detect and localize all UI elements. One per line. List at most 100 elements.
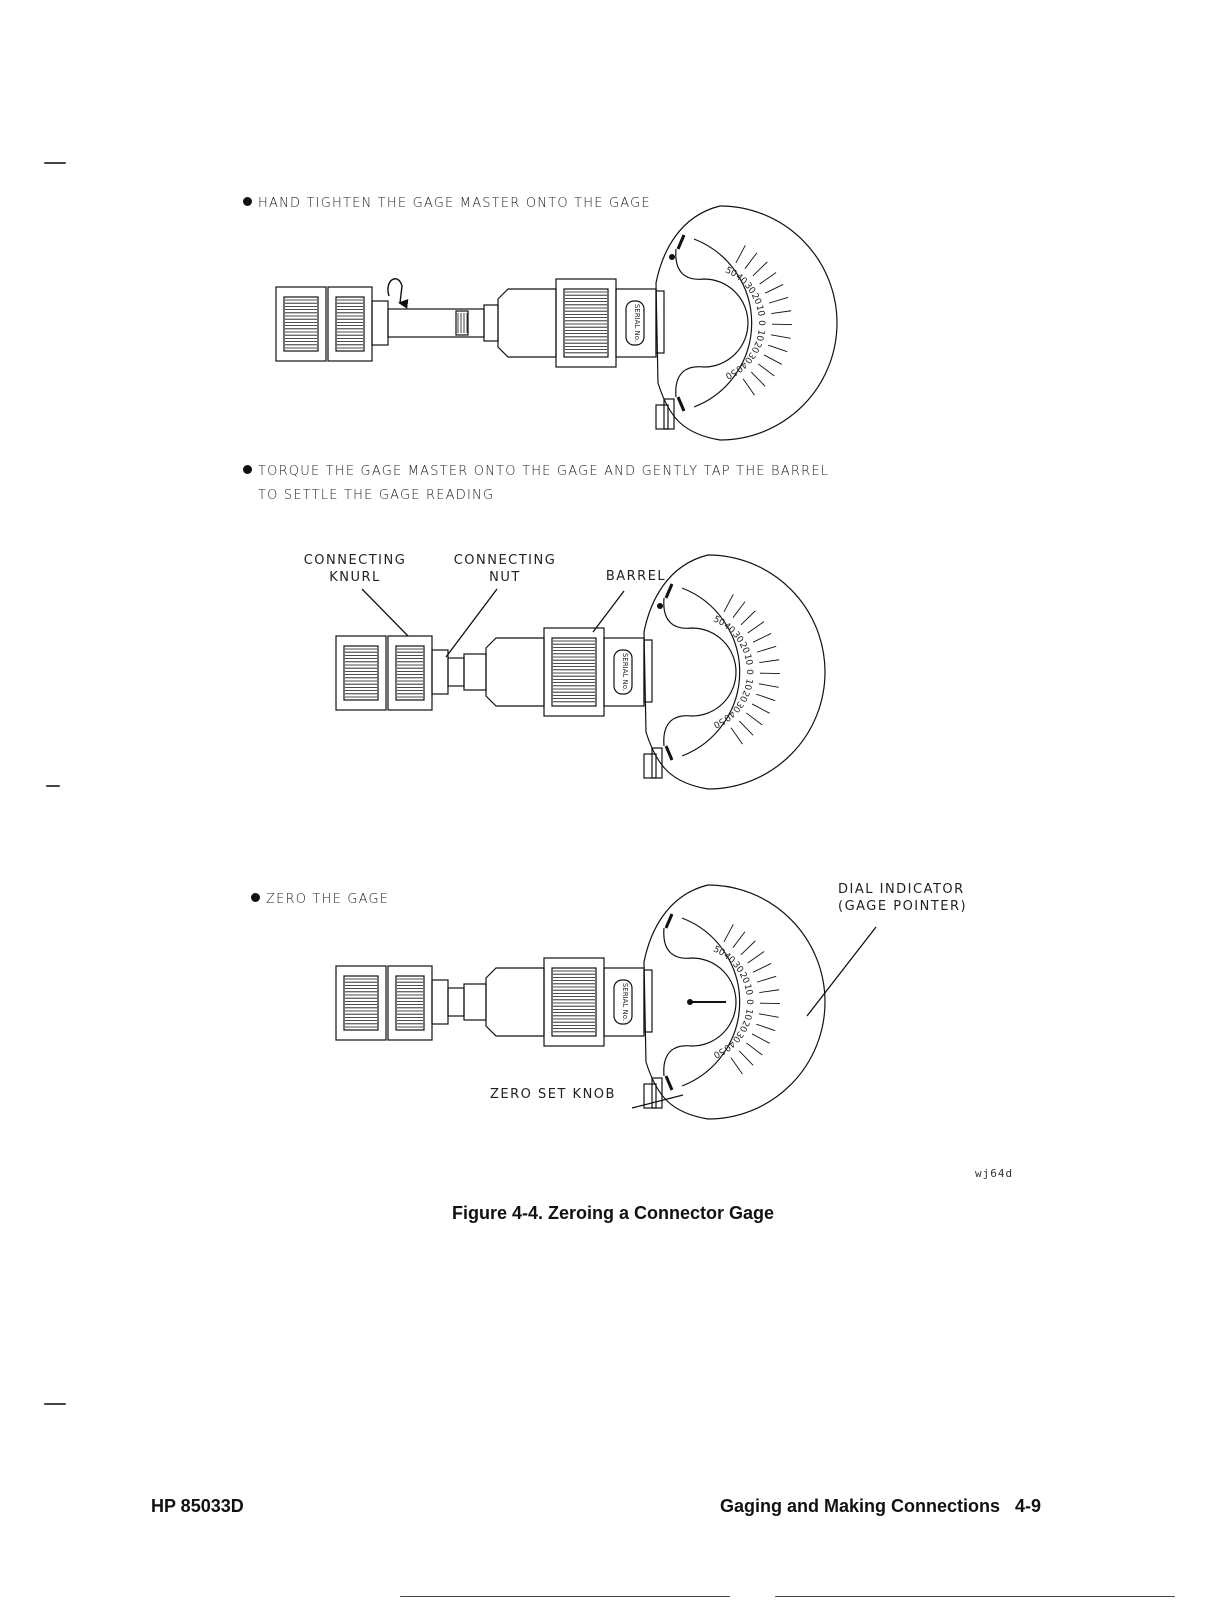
barrel-knurl-inner [551, 967, 597, 1037]
figure-caption: Figure 4-4. Zeroing a Connector Gage [451, 1203, 775, 1223]
dial-scale-number: 10 [753, 329, 765, 343]
bullet-icon [243, 197, 252, 206]
zero-set-knob-stem [651, 747, 663, 779]
dial-scale-number: 20 [749, 340, 763, 355]
zero-set-knob [643, 753, 657, 779]
dial-tick [758, 1013, 779, 1018]
gage-master-knurl-a-outline [275, 286, 327, 362]
label-connecting-knurl-line2: KNURL [329, 570, 381, 585]
gage-master-knurl-b [387, 965, 433, 1041]
label-connecting-nut: CONNECTING NUT [445, 552, 565, 586]
zero-set-knob [655, 404, 669, 430]
zero-set-knob [643, 1083, 657, 1109]
serial-number-text: SERIAL No. [621, 653, 629, 691]
label-zero-set-knob: ZERO SET KNOB [490, 1086, 630, 1103]
bullet-icon [251, 893, 260, 902]
gage-neck [643, 969, 653, 1033]
gage-master-knurl-b [387, 635, 433, 711]
gage-shaft [447, 987, 465, 1017]
leader-zero-set-knob [631, 1094, 684, 1109]
dial-tick [730, 1057, 743, 1075]
gage-master-knurl-b-inner [335, 296, 365, 352]
dial-tick [742, 378, 755, 396]
step-1-text: HAND TIGHTEN THE GAGE MASTER ONTO THE GA… [258, 196, 651, 211]
footer-product: HP 85033D [151, 1496, 244, 1516]
scan-mark [775, 1596, 1175, 1597]
figure-reference-code: wj64d [975, 1167, 1014, 1180]
dial-tick [752, 261, 768, 277]
dial-end-pointer [676, 396, 686, 412]
dial-tick [730, 727, 743, 745]
dial-tick [740, 610, 756, 626]
dial-tick [738, 720, 754, 736]
footer-section: Gaging and Making Connections 4-9 [720, 1496, 1041, 1517]
tighten-arrow-icon [387, 278, 409, 309]
dial-scale-number: 50 [711, 945, 726, 959]
dial-tick [758, 363, 775, 377]
dial-outer-arc [719, 205, 838, 441]
label-connecting-knurl-line1: CONNECTING [303, 553, 407, 568]
gage-master-knurl-b-inner [395, 645, 425, 701]
dial-tick [771, 310, 792, 314]
dial-tick [759, 272, 777, 285]
barrel-knurl [543, 957, 605, 1047]
dial-tick [744, 252, 758, 269]
dial-tick [756, 975, 777, 983]
label-connecting-nut-line2: NUT [489, 570, 521, 585]
dial-scale-number: 50 [711, 1045, 726, 1059]
dial-tick [735, 245, 746, 264]
dial-scale-arc [693, 238, 753, 408]
dial-tick [738, 1050, 754, 1066]
connecting-nut [371, 300, 389, 346]
dial-end-pointer [664, 745, 674, 761]
dial-outer-arc [707, 884, 826, 1120]
dial-tick [763, 354, 782, 365]
leader-barrel [592, 590, 625, 633]
dial-tick [764, 284, 784, 294]
dial-body-edge [643, 554, 709, 790]
gage-pointer-pivot [669, 254, 675, 260]
gage-pointer-pivot [657, 603, 663, 609]
dial-tick [732, 601, 746, 618]
gage-master-knurl-a [335, 635, 387, 711]
dial-tick [732, 931, 746, 948]
label-dial-indicator-line1: DIAL INDICATOR [838, 882, 965, 897]
dial-tick [758, 683, 779, 688]
shaft-step [483, 304, 499, 342]
dial-scale-number: 20 [737, 641, 751, 656]
dial-cutout [663, 927, 737, 1077]
leader-dial-indicator [806, 926, 877, 1017]
dial-end-pointer [664, 1075, 674, 1091]
zero-set-knob-stem [651, 1077, 663, 1109]
leader-connecting-nut [445, 588, 498, 658]
serial-plate [613, 649, 633, 695]
step-1-instruction: HAND TIGHTEN THE GAGE MASTER ONTO THE GA… [243, 192, 651, 216]
dial-tick [723, 594, 734, 613]
barrel-knurl [555, 278, 617, 368]
dial-scale-number: 10 [741, 678, 753, 692]
serial-plate [613, 979, 633, 1025]
dial-scale-number: 50 [723, 266, 738, 280]
dial-tick [759, 989, 780, 993]
step-2-instruction: TORQUE THE GAGE MASTER ONTO THE GAGE AND… [243, 460, 829, 508]
label-barrel-text: BARREL [605, 569, 667, 584]
dial-body-edge [643, 884, 709, 1120]
dial-tick [756, 645, 777, 653]
dial-scale-number: 50 [711, 615, 726, 629]
barrel-knurl [543, 627, 605, 717]
step-2-text-line2: TO SETTLE THE GAGE READING [258, 488, 495, 503]
bullet-icon [243, 465, 252, 474]
dial-tick [723, 924, 734, 943]
dial-outer-arc [707, 554, 826, 790]
dial-tick [756, 693, 776, 702]
gage-master-knurl-a-outline [335, 965, 387, 1041]
dial-scale-number: 0 [756, 320, 766, 326]
dial-scale-number: 20 [737, 689, 751, 704]
gage-master-knurl-a [275, 286, 327, 362]
dial-cutout [663, 597, 737, 747]
label-dial-indicator: DIAL INDICATOR (GAGE POINTER) [838, 881, 988, 915]
gage-neck [655, 290, 665, 354]
